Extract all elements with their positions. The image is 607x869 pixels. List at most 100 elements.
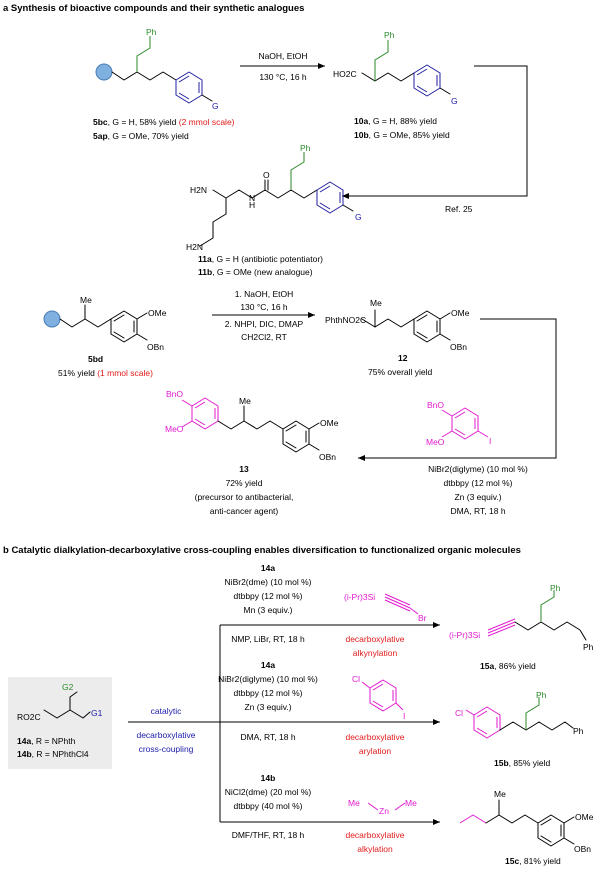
label-11a-id: 11a [198, 254, 212, 264]
5bd-obn: OBn [147, 342, 164, 352]
rx2-c2: dtbbpy (12 mol %) [234, 688, 303, 698]
label-5ap-text: , G = OMe, 70% yield [108, 131, 189, 141]
rx3-me2: Me [405, 798, 417, 808]
amine-n: N [249, 193, 255, 203]
15c-me: Me [494, 789, 506, 799]
13-meo: MeO [165, 424, 184, 434]
label-5bd-scale: (1 mmol scale) [97, 368, 153, 378]
label-13-note2: anti-cancer agent) [210, 506, 279, 516]
15a-ph: Ph [550, 583, 561, 593]
label-11b-id: 11b [198, 267, 212, 277]
label-10a: 10a, G = H, 88% yield [354, 116, 437, 126]
label-5ap-id: 5ap [93, 131, 108, 141]
label-15b-yield: , 85% yield [509, 758, 551, 768]
label-5bc: 5bc, G = H, 58% yield (2 mmol scale) [93, 117, 235, 127]
reaction-arrow-4 [358, 318, 557, 461]
center-l2: decarboxylative [136, 730, 195, 740]
phth-label: PhthNO2C [325, 315, 366, 325]
label-5bd-yield-text: 51% yield [58, 368, 97, 378]
13-me: Me [239, 396, 251, 406]
label-11b-text: , G = OMe (new analogue) [212, 267, 313, 277]
rx3-zn: Zn [379, 806, 389, 816]
r2-step2: 2. NHPI, DIC, DMAP [225, 319, 304, 329]
label-13-note1: (precursor to antibacterial, [195, 492, 294, 502]
label-10a-id: 10a [354, 116, 368, 126]
label-11a: 11a, G = H (antibiotic potentiator) [198, 254, 323, 264]
sm-14a-text: , R = NPhth [31, 736, 75, 746]
label-5bc-id: 5bc [93, 117, 108, 127]
rx2-cl: Cl [352, 674, 360, 684]
rx1-c4: NMP, LiBr, RT, 18 h [231, 634, 305, 644]
rx1-sm: 14a [261, 563, 275, 573]
ai-bno: BnO [427, 400, 444, 410]
amine-ph: Ph [300, 143, 311, 153]
label-5bd-yield: 51% yield (1 mmol scale) [58, 368, 153, 378]
rx3-c2: dtbbpy (40 mol %) [234, 801, 303, 811]
label-10b-text: , G = OMe, 85% yield [369, 130, 450, 140]
13-ome: OMe [320, 418, 339, 428]
aryl-iodide-structure [441, 407, 489, 440]
solid-support-bead-icon-2 [43, 310, 61, 328]
rx3-reagent-bonds [367, 802, 406, 811]
label-15a-id: 15a [480, 661, 494, 671]
15b-cl: Cl [455, 708, 463, 718]
acid-label: HO2C [333, 69, 357, 79]
amine-h2n-bot: H2N [186, 242, 203, 252]
product-15a-structure [487, 590, 587, 641]
15a-ph2: Ph [583, 642, 594, 652]
rx1-reagent: (i-Pr)3Si [344, 592, 375, 602]
r3-c2: dtbbpy (12 mol %) [444, 478, 513, 488]
ester-12-structure [361, 309, 451, 343]
15c-obn: OBn [574, 844, 591, 854]
rx1-alkyne [384, 593, 419, 615]
15a-si: (i-Pr)3Si [449, 630, 480, 640]
15c-ome: OMe [575, 812, 594, 822]
r3-c3: Zn (3 equiv.) [454, 492, 501, 502]
rx2-aryl-structure [361, 679, 404, 712]
amide-11-structure [199, 152, 354, 247]
section-a-title: a Synthesis of bioactive compounds and t… [3, 3, 304, 14]
rx3-type1: decarboxylative [345, 830, 404, 840]
sm-14a: 14a, R = NPhth [17, 736, 76, 746]
rx1-type2: alkynylation [353, 648, 398, 658]
15b-ph: Ph [536, 690, 547, 700]
center-l1: catalytic [151, 706, 182, 716]
rx2-type1: decarboxylative [345, 732, 404, 742]
sm-formula: RO2C [17, 712, 41, 722]
label-11a-text: , G = H (antibiotic potentiator) [212, 254, 323, 264]
substrate-5bc-structure [95, 36, 213, 104]
label-15b: 15b, 85% yield [494, 758, 551, 768]
sm-g2: G2 [62, 682, 74, 692]
reaction-arrow-2 [342, 65, 528, 199]
label-15c: 15c, 81% yield [505, 856, 561, 866]
label-15b-id: 15b [494, 758, 509, 768]
label-10b: 10b, G = OMe, 85% yield [354, 130, 450, 140]
rx1-type1: decarboxylative [345, 634, 404, 644]
rx3-c4: DMF/THF, RT, 18 h [232, 830, 305, 840]
label-5bc-scale: (2 mmol scale) [179, 117, 235, 127]
ai-iodo: I [489, 436, 491, 446]
sm-14b-text: , R = NPhthCl4 [32, 749, 89, 759]
sm-14b: 14b, R = NPhthCl4 [17, 749, 89, 759]
rx1-br: Br [418, 613, 427, 623]
sm-14b-id: 14b [17, 749, 32, 759]
rx2-c3: Zn (3 equiv.) [244, 702, 291, 712]
rx2-c1: NiBr2(diglyme) (10 mol %) [218, 674, 318, 684]
r2-step2b: CH2Cl2, RT [241, 332, 287, 342]
g-label: G [212, 101, 219, 111]
label-12: 12 [398, 353, 408, 363]
rx3-sm: 14b [261, 773, 276, 783]
rx1-c1: NiBr2(dme) (10 mol %) [225, 577, 312, 587]
amine-o: O [263, 170, 270, 180]
r1-cond1: NaOH, EtOH [258, 51, 307, 61]
product-15c-structure [459, 799, 575, 847]
rx2-sm: 14a [261, 660, 275, 670]
r2-step1: 1. NaOH, EtOH [235, 289, 294, 299]
13-bno: BnO [166, 389, 183, 399]
label-11b: 11b, G = OMe (new analogue) [198, 267, 313, 277]
label-13: 13 [239, 464, 249, 474]
acid-10-structure [361, 40, 451, 97]
acid-ph-label: Ph [384, 30, 395, 40]
label-15c-yield: , 81% yield [519, 856, 561, 866]
12-ome: OMe [451, 308, 470, 318]
